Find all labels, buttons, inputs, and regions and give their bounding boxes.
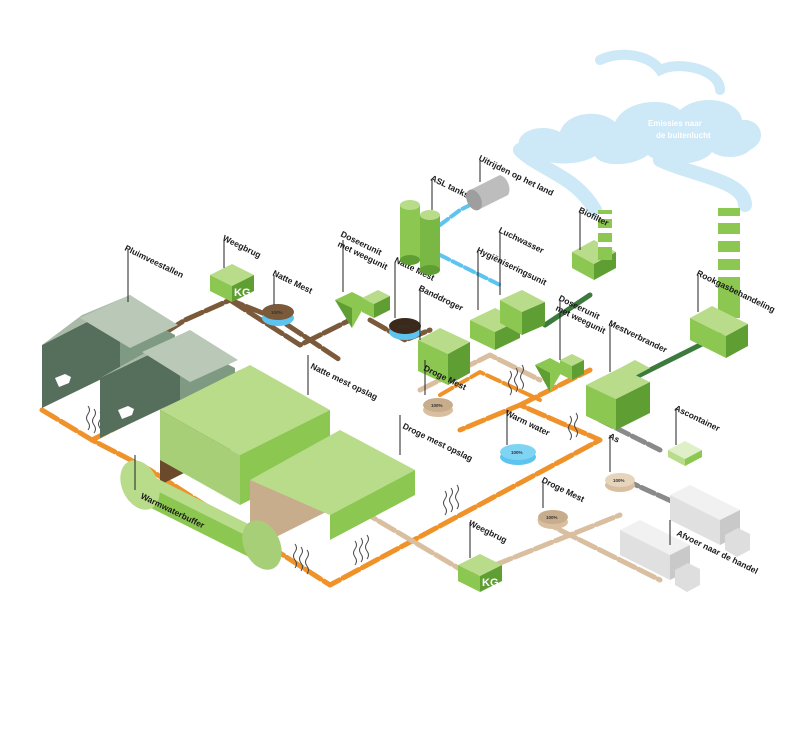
air-pipe bbox=[542, 292, 593, 328]
weegbrug-bottom-label: Weegbrug bbox=[467, 518, 509, 545]
doseerunit-1 bbox=[335, 290, 390, 328]
emission-cloud: Emissies naar de buitenlucht bbox=[513, 49, 762, 217]
warmwaterbuffer bbox=[120, 460, 282, 570]
svg-text:100%: 100% bbox=[546, 515, 558, 520]
warm-water-label: Warm water bbox=[504, 408, 552, 438]
weegbrug-top: KG bbox=[210, 264, 254, 302]
as-label: As bbox=[607, 431, 621, 445]
heat-indicators bbox=[86, 364, 578, 575]
uitrijden-tank bbox=[466, 175, 510, 211]
natte-mest-tank-2: 100% bbox=[389, 318, 421, 340]
as-tank: 100% bbox=[605, 473, 635, 492]
asl-tanks bbox=[400, 200, 440, 275]
hygieniseringsunit bbox=[470, 290, 545, 350]
mestverbrander bbox=[586, 360, 650, 430]
ascontainer-label: Ascontainer bbox=[673, 403, 722, 434]
truck-2 bbox=[620, 520, 700, 592]
natte-mest-tank-1: 100% bbox=[262, 304, 294, 326]
natte-mest-opslag bbox=[160, 365, 415, 550]
svg-text:100%: 100% bbox=[271, 310, 283, 315]
natte-mest-1-label: Natte Mest bbox=[271, 268, 314, 296]
doseerunit-2 bbox=[535, 354, 584, 392]
svg-text:100%: 100% bbox=[511, 450, 523, 455]
chicken-icon bbox=[55, 374, 71, 387]
warm-water-tank: 100% bbox=[500, 444, 536, 465]
banddroger-label: Banddroger bbox=[417, 283, 465, 313]
emissies-label-1: Emissies naar bbox=[648, 119, 702, 128]
kg-badge: KG bbox=[482, 577, 499, 589]
luchtwasser-label: Luchwasser bbox=[497, 225, 546, 256]
truck-1 bbox=[670, 485, 750, 557]
svg-text:100%: 100% bbox=[431, 403, 443, 408]
droge-mest-tank-2: 100% bbox=[538, 510, 568, 529]
kg-badge: KG bbox=[234, 287, 251, 299]
weegbrug-bottom: KG bbox=[458, 554, 502, 592]
weegbrug-top-label: Weegbrug bbox=[221, 233, 263, 260]
ascontainer bbox=[668, 441, 702, 466]
pluimveestallen-label: Pluimveestallen bbox=[123, 243, 185, 280]
asl-pipe bbox=[438, 253, 502, 287]
rookgasbehandeling bbox=[690, 208, 748, 358]
emissies-label-2: de buitenlucht bbox=[656, 131, 711, 140]
mestverbrander-label: Mestverbrander bbox=[607, 318, 669, 355]
droge-mest-2-label: Droge Mest bbox=[540, 475, 586, 504]
chicken-icon bbox=[118, 406, 134, 419]
droge-mest-tank-1: 100% bbox=[423, 398, 453, 417]
svg-text:100%: 100% bbox=[613, 478, 625, 483]
asl-tanks-label: ASL tanks bbox=[429, 173, 471, 200]
svg-text:100%: 100% bbox=[398, 324, 410, 329]
natte-mest-opslag-label: Natte mest opslag bbox=[309, 361, 379, 402]
biofilter bbox=[572, 210, 616, 280]
banddroger bbox=[418, 328, 470, 385]
